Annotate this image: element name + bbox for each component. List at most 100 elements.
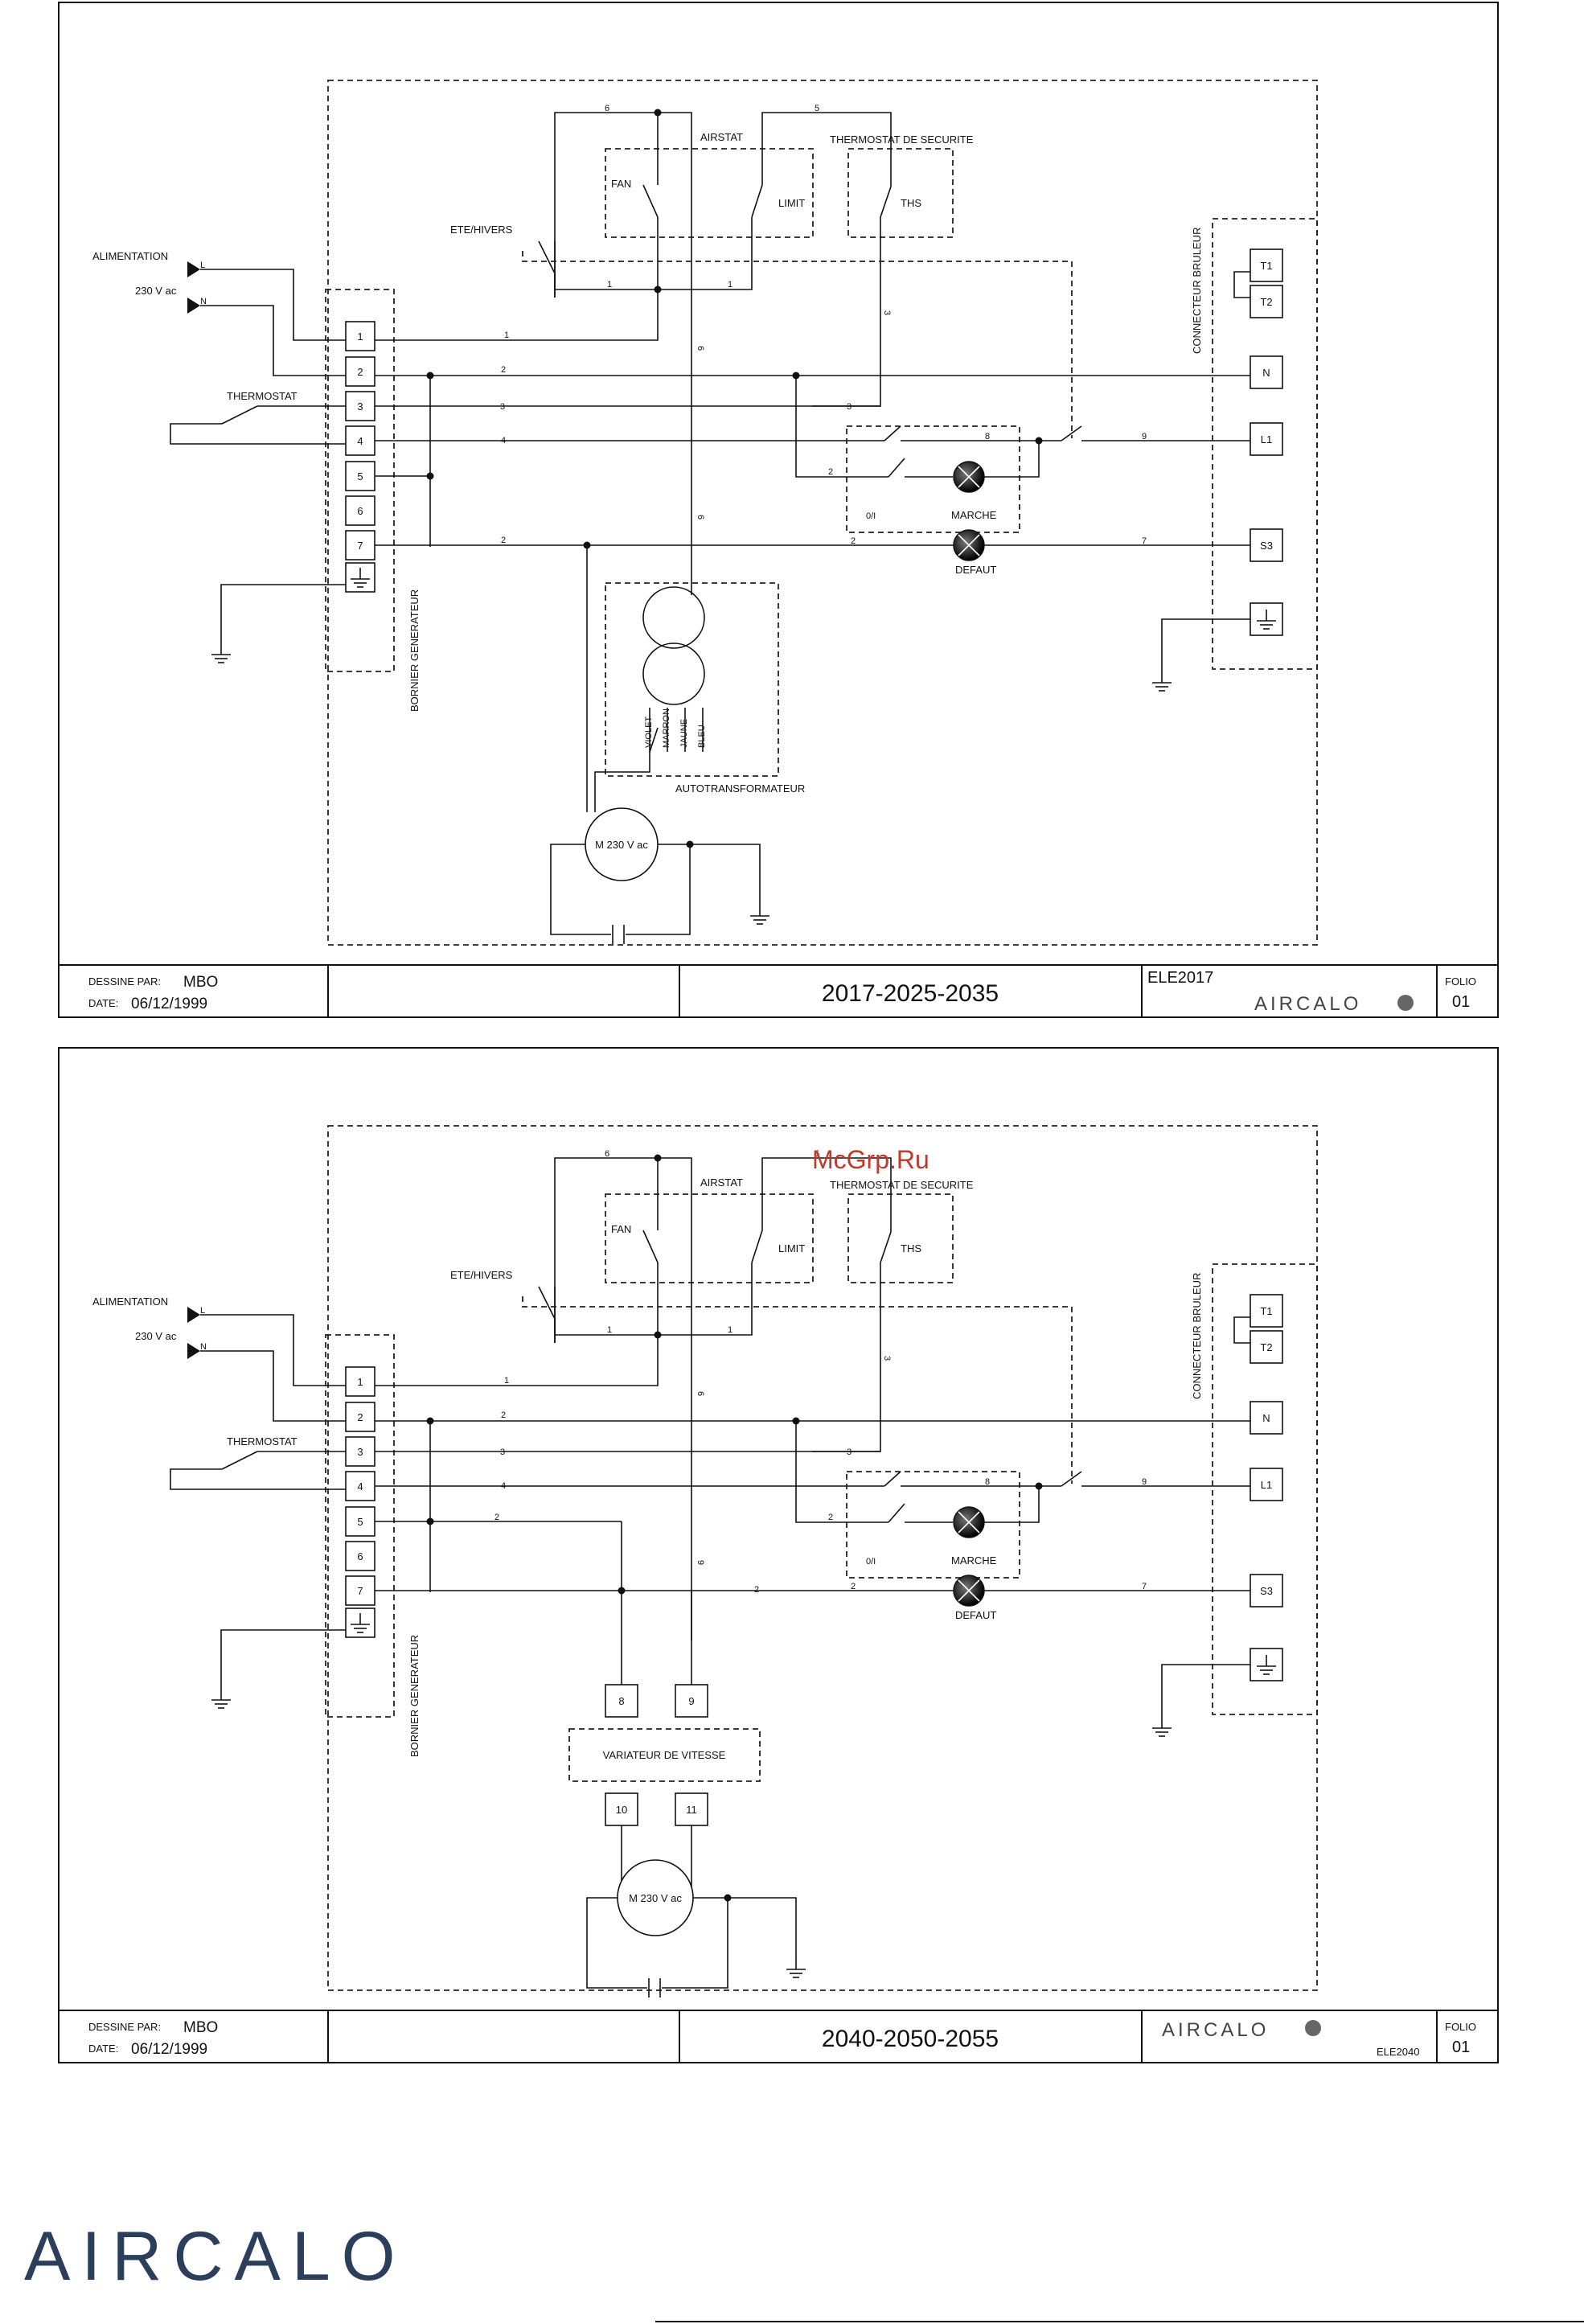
terminal-block: [345, 391, 375, 421]
connector-l1: [1250, 1468, 1283, 1501]
airstat-enclosure: [605, 148, 814, 238]
terminal-7: 7: [357, 1585, 363, 1597]
generator-enclosure: [327, 80, 1318, 946]
wire-label-2: 2: [851, 536, 856, 546]
phase-marker: L: [200, 1306, 205, 1316]
tap-jaune: JAUNE: [679, 719, 689, 748]
transformer-coil: [642, 643, 705, 705]
connector-n_terminal-label: N: [1262, 367, 1270, 379]
fan-contact: [642, 184, 659, 218]
ground-symbol: [786, 1958, 806, 1978]
ground-symbol: [1152, 1717, 1172, 1737]
brand-badge-icon: [1305, 2020, 1321, 2036]
terminal-1: 1: [357, 1376, 363, 1388]
model-number: 2040-2050-2055: [822, 2026, 999, 2052]
burner-connector-enclosure: [1212, 1263, 1318, 1715]
date-label: DATE:: [88, 2043, 118, 2055]
connector-t1: [1250, 248, 1283, 282]
safety-thermostat-enclosure: [847, 1193, 954, 1283]
motor-earth-wire: [728, 1897, 797, 1958]
terminal-block: [345, 1506, 375, 1537]
wire-label-6: 6: [605, 104, 609, 113]
wire-label-5: 5: [815, 1149, 819, 1159]
variateur-out-b: 11: [686, 1804, 697, 1816]
marche-enclosure: [846, 1471, 1020, 1579]
connector-s3: [1250, 1574, 1283, 1608]
safety-thermostat-enclosure: [847, 148, 954, 238]
motor-label: M 230 V ac: [595, 839, 648, 851]
marche-lamp: [953, 461, 985, 493]
ths-wire-3: [812, 217, 881, 407]
wire-label-1: 1: [607, 1325, 612, 1335]
folio-value: 01: [1452, 993, 1470, 1011]
variateur-in-a: 8: [618, 1695, 624, 1707]
contact-8: [884, 1471, 901, 1487]
phase-marker: L: [200, 261, 205, 270]
neutral-wire: [200, 1350, 346, 1422]
brand-mark: AIRCALO: [1162, 2019, 1269, 2041]
marche-return: [984, 441, 1040, 478]
terminal-4: 4: [357, 1480, 363, 1493]
wire-label-3: 3: [882, 310, 892, 315]
wire-label-5: 5: [815, 104, 819, 113]
terminal-7: 7: [357, 540, 363, 552]
safety-thermostat-label: THERMOSTAT DE SECURITE: [830, 1179, 974, 1191]
bridge-t1-t2: [1233, 1316, 1250, 1344]
tap-bleu: BLEU: [697, 725, 707, 748]
tap-marron: MARRON: [662, 708, 671, 748]
watermark-text: McGrp.Ru: [812, 1145, 929, 1174]
date-value: 06/12/1999: [131, 996, 207, 1012]
lamp-cross: [958, 1579, 980, 1602]
connector-n_terminal: [1250, 1401, 1283, 1435]
connector-t2: [1250, 1330, 1283, 1364]
onoff-label: 0/I: [866, 511, 876, 521]
wire-1: [375, 1335, 659, 1386]
thermostat-wire: [170, 423, 346, 445]
connector-s3-label: S3: [1260, 540, 1273, 552]
ground-symbol: [1152, 671, 1172, 692]
defaut-label: DEFAUT: [955, 564, 996, 576]
onoff-contact: [888, 458, 905, 478]
ete-contact: [538, 1286, 556, 1320]
connector-n_terminal: [1250, 355, 1283, 389]
ths-contact: [880, 186, 892, 218]
ground-symbol: [351, 568, 370, 588]
supply-voltage: 230 V ac: [135, 285, 177, 297]
footer-brand-text: AIRCALO: [24, 2218, 407, 2295]
lamp-cross: [958, 534, 980, 556]
defaut-label: DEFAUT: [955, 1609, 996, 1621]
ground-symbol: [211, 643, 231, 663]
generator-enclosure: [327, 1125, 1318, 1991]
connector-l1-label: L1: [1261, 1479, 1272, 1491]
room-thermostat-label: THERMOSTAT: [227, 1435, 298, 1447]
wire-label-2: 2: [851, 1582, 856, 1591]
variateur-terminal-10: [605, 1792, 638, 1826]
defaut-lamp: [953, 529, 985, 561]
wire-label-4: 4: [501, 1481, 506, 1491]
ete-out: [554, 273, 658, 290]
connector-l1-label: L1: [1261, 433, 1272, 446]
wire-label-9: 9: [1142, 432, 1147, 441]
bridge-t1-t2: [1233, 271, 1250, 298]
wire-label-1: 1: [504, 1376, 509, 1386]
drawing-frame: [58, 2, 1499, 1018]
lamp-cross: [958, 1511, 980, 1534]
lamp-cross: [958, 466, 980, 488]
supply-label: ALIMENTATION: [92, 1295, 168, 1308]
fan-contact: [642, 1230, 659, 1263]
wire-5-bus: [761, 112, 892, 187]
fan-switch-label: FAN: [611, 178, 631, 190]
terminal-3: 3: [357, 1446, 363, 1458]
marche-label: MARCHE: [951, 1554, 997, 1566]
ground-symbol: [1257, 1655, 1276, 1675]
wire-label-2: 2: [501, 365, 506, 375]
supply-label: ALIMENTATION: [92, 250, 168, 262]
wire-label-3: 3: [500, 402, 505, 412]
terminal-block: [345, 1366, 375, 1397]
relay-contact: [1061, 1471, 1082, 1487]
date-value: 06/12/1999: [131, 2041, 207, 2058]
ground-symbol: [351, 1613, 370, 1633]
tap-selector: [649, 727, 659, 753]
supply-arrow: [187, 261, 200, 277]
